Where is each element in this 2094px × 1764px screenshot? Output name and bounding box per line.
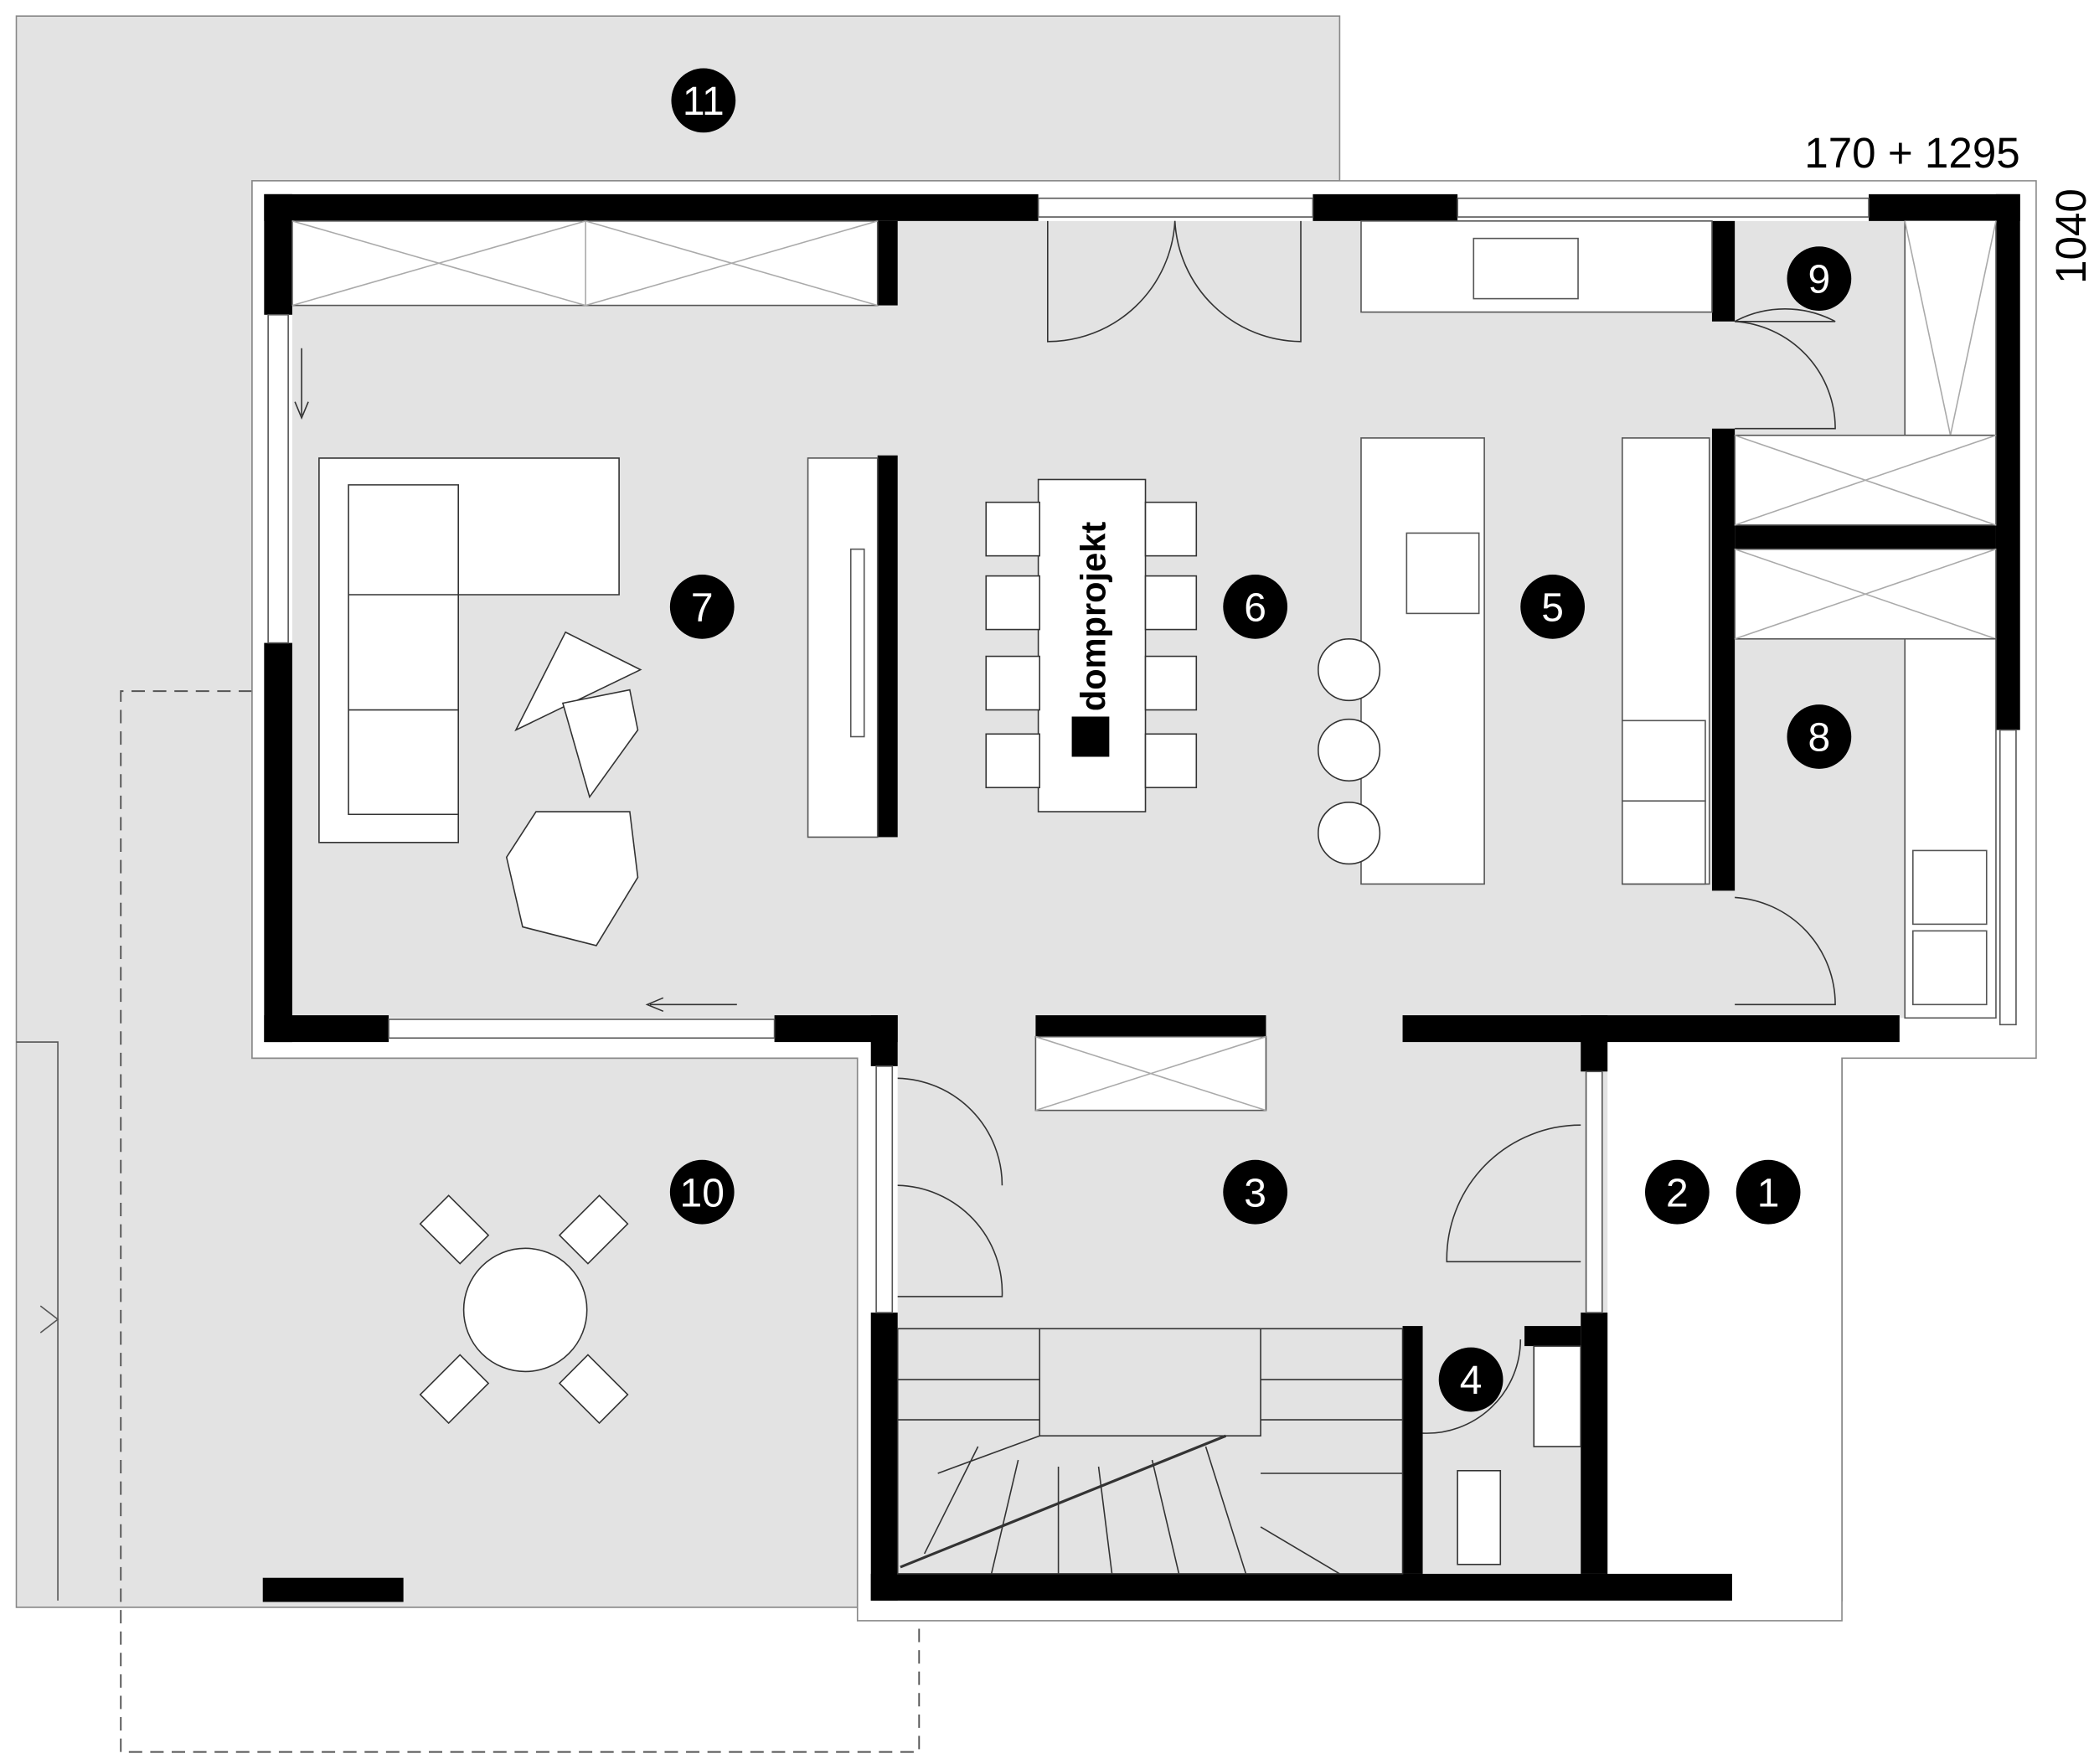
room-label-3: 3 [1223, 1159, 1288, 1225]
svg-text:3: 3 [1244, 1171, 1266, 1215]
svg-text:8: 8 [1808, 716, 1831, 761]
room-labels: 11 9 7 6 5 8 10 3 2 1 4 [669, 68, 1852, 1412]
room-label-1: 1 [1736, 1159, 1801, 1225]
room-label-7: 7 [669, 575, 735, 639]
room-label-8: 8 [1787, 704, 1852, 769]
svg-text:7: 7 [691, 585, 714, 630]
doors [294, 220, 1836, 1434]
svg-text:5: 5 [1541, 585, 1564, 630]
walls [262, 193, 2020, 1602]
cabinets [291, 220, 1997, 1112]
domprojekt-logo: domprojekt [1071, 522, 1113, 757]
room-label-10: 10 [669, 1159, 735, 1225]
dimension-width: 170 + 1295 [1804, 129, 2019, 177]
room-label-4: 4 [1438, 1347, 1503, 1412]
svg-text:domprojekt: domprojekt [1074, 522, 1113, 711]
room-label-5: 5 [1520, 575, 1586, 639]
furniture [318, 457, 1582, 1565]
svg-text:10: 10 [680, 1171, 725, 1215]
svg-text:11: 11 [683, 80, 725, 124]
svg-text:2: 2 [1666, 1171, 1689, 1215]
svg-text:9: 9 [1808, 258, 1831, 302]
room-label-11: 11 [671, 68, 736, 133]
room-label-9: 9 [1787, 246, 1852, 311]
svg-text:1: 1 [1757, 1171, 1780, 1215]
svg-text:6: 6 [1244, 585, 1266, 630]
room-label-2: 2 [1644, 1159, 1710, 1225]
room-label-6: 6 [1223, 575, 1288, 639]
windows [267, 197, 2017, 1313]
svg-text:4: 4 [1460, 1359, 1483, 1403]
dimension-depth: 1040 [2047, 188, 2094, 284]
staircase [896, 1328, 1404, 1575]
